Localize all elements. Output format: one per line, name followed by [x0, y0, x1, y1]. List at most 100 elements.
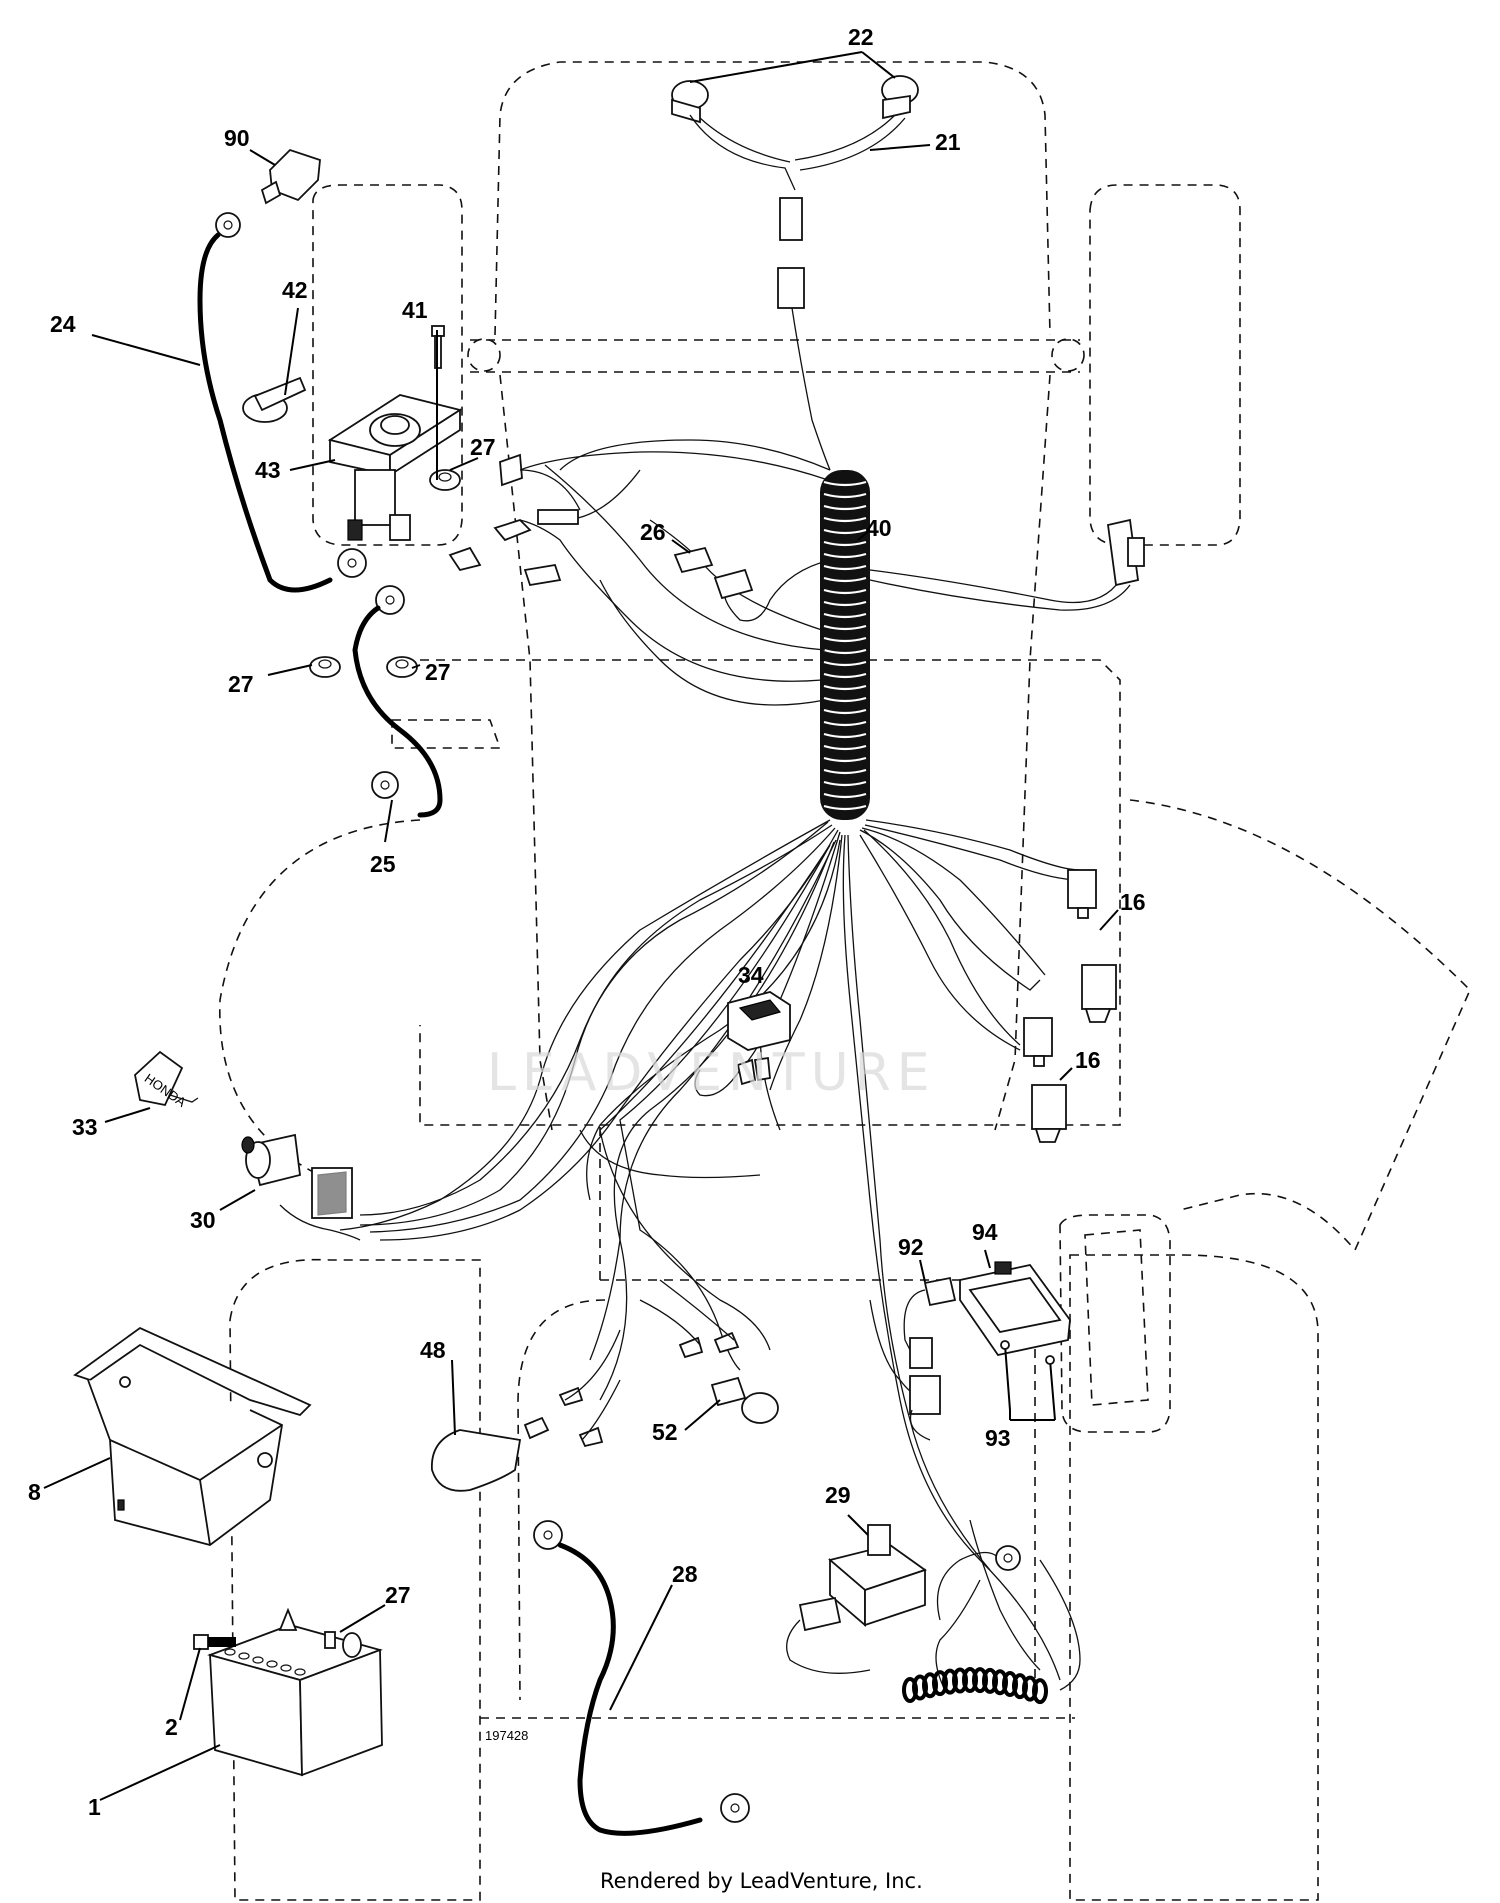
callout-8: 8: [28, 1479, 41, 1505]
battery-cell-cap: [280, 1664, 292, 1672]
part-30-ignition-switch: [241, 1133, 361, 1241]
loom-rib: [823, 756, 867, 763]
headlight-left-socket: [671, 98, 701, 124]
front-right-wheel: [1089, 184, 1241, 546]
headlight-plug: [779, 197, 803, 241]
loom-rib: [823, 720, 867, 727]
mid-frame-cross: [599, 1125, 1040, 1281]
part-29-switch: [786, 1524, 1081, 1705]
harness-wires: [339, 439, 1131, 1691]
callout-92: 92: [898, 1234, 924, 1260]
solenoid-wire-terminals: [448, 453, 641, 587]
battery-cell-cap: [224, 1648, 236, 1656]
part-27-battery-nut: [324, 1631, 336, 1649]
callout-24: 24: [50, 311, 76, 337]
frame-right-rail: [994, 374, 1051, 1131]
callout-90: 90: [224, 125, 250, 151]
loom-rib: [823, 696, 867, 703]
right-side-connector: [1106, 518, 1145, 587]
callout-1: 1: [88, 1794, 101, 1820]
callout-26: 26: [640, 519, 666, 545]
battery-cell-cap: [294, 1668, 306, 1676]
battery-cell-cap: [238, 1652, 250, 1660]
part-52-lamp: [639, 1279, 779, 1424]
loom-rib: [823, 804, 867, 811]
callout-2: 2: [165, 1714, 178, 1740]
part-28-cable: [533, 1520, 750, 1836]
coil-loop: [1032, 1678, 1048, 1705]
part-33-key: HONDA: [134, 1050, 199, 1110]
loom-rib: [823, 612, 867, 619]
fender-slot-inner: [1084, 1229, 1149, 1406]
part-25-cable: [352, 585, 443, 818]
loom-rib: [823, 492, 867, 499]
callout-27-solenoid: 27: [470, 434, 496, 460]
part-16-switch-lower: [1023, 1017, 1067, 1143]
part-1-battery: [207, 1607, 383, 1777]
loom-rib: [823, 516, 867, 523]
fender-slot-outer: [1059, 1214, 1171, 1433]
callout-34: 34: [738, 962, 764, 988]
hood-outline: [494, 61, 1051, 336]
loom-rib: [823, 708, 867, 715]
callout-30: 30: [190, 1207, 216, 1233]
callout-93: 93: [985, 1425, 1011, 1451]
part-34-rocker-switch: [727, 991, 791, 1086]
callout-40: 40: [866, 515, 892, 541]
watermark: LEADVENTURE: [487, 1043, 936, 1103]
part-42-boot: [242, 376, 307, 423]
callout-42: 42: [282, 277, 308, 303]
headlight-feed-wire: [791, 307, 831, 471]
harness-loom: [820, 470, 870, 820]
callout-22: 22: [848, 24, 874, 50]
callout-94: 94: [972, 1219, 998, 1245]
front-axle-left-pivot: [467, 338, 501, 372]
part-26-connectors: [673, 546, 754, 600]
loom-rib: [823, 528, 867, 535]
loom-rib: [823, 552, 867, 559]
part-92-connectors: [903, 1276, 957, 1441]
front-left-wheel: [312, 184, 463, 546]
loom-rib: [823, 504, 867, 511]
front-axle-right-pivot: [1051, 338, 1085, 372]
callout-41: 41: [402, 297, 428, 323]
loom-rib: [823, 732, 867, 739]
part-27-nuts: [309, 469, 461, 678]
part-90-plug: [260, 148, 321, 205]
loom-rib: [823, 648, 867, 655]
deck-left-loop: [219, 819, 421, 1181]
loom-rib: [823, 636, 867, 643]
deck-right-lobe: [1129, 799, 1471, 1252]
loom-rib: [823, 600, 867, 607]
battery-cell-cap: [252, 1656, 264, 1664]
headlight-assembly: [671, 75, 919, 471]
callout-27-right: 27: [425, 659, 451, 685]
rear-right-wheel: [1069, 1254, 1319, 1901]
loom-rib: [823, 744, 867, 751]
loom-rib: [823, 780, 867, 787]
footer-credit: Rendered by LeadVenture, Inc.: [600, 1869, 923, 1893]
callout-27-battery: 27: [385, 1582, 411, 1608]
upper-bracket-left: [391, 719, 502, 749]
callout-leaders: [43, 51, 1119, 1801]
loom-rib: [823, 588, 867, 595]
callout-52: 52: [652, 1419, 678, 1445]
part-43-solenoid: [327, 394, 463, 541]
headlight-left-wires: [689, 114, 796, 191]
loom-rib: [823, 540, 867, 547]
headlight-right-wires: [794, 114, 906, 171]
callout-28: 28: [672, 1561, 698, 1587]
loom-rib: [823, 576, 867, 583]
part-8-battery-tray: [73, 1326, 312, 1546]
loom-rib: [823, 792, 867, 799]
callout-48: 48: [420, 1337, 446, 1363]
battery-cell-cap: [266, 1660, 278, 1668]
rear-frame-inner: [517, 1285, 1036, 1701]
callout-25: 25: [370, 851, 396, 877]
frame-left-rail: [499, 374, 553, 1131]
callout-43: 43: [255, 457, 281, 483]
callout-29: 29: [825, 1482, 851, 1508]
callout-21: 21: [935, 129, 961, 155]
loom-body: [820, 470, 870, 820]
